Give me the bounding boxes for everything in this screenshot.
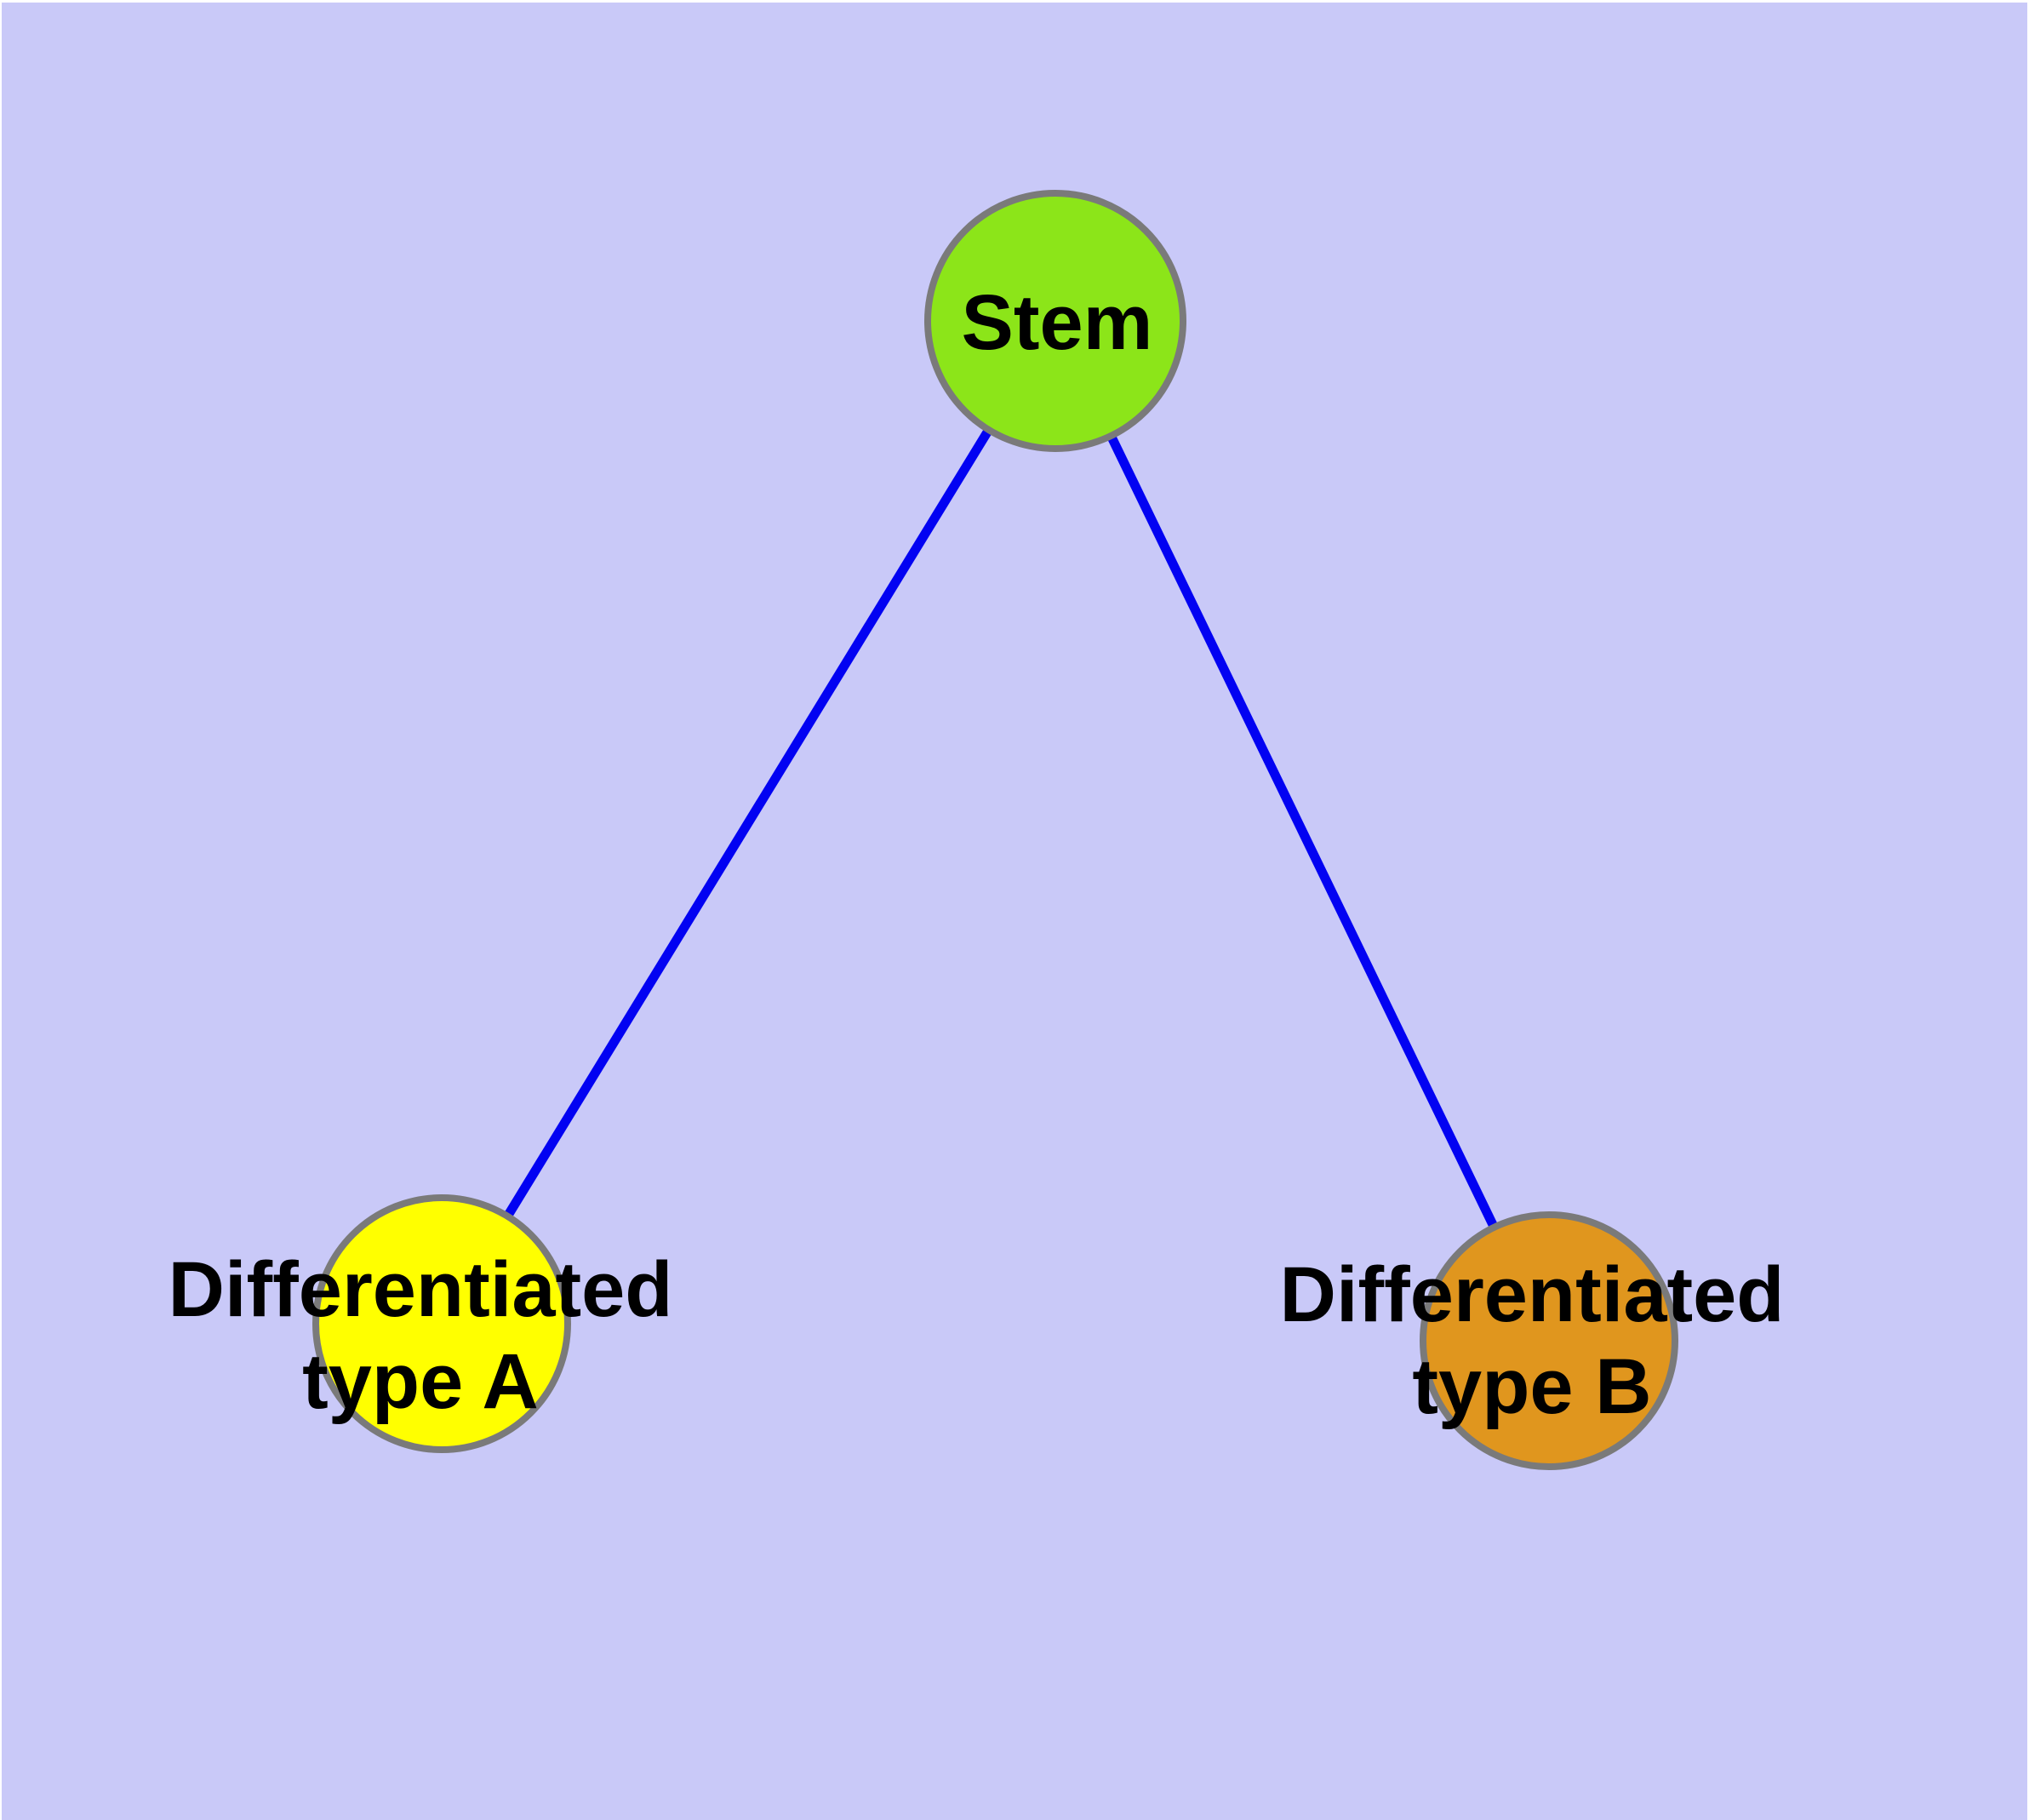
edge-stem-to-type-b: [1051, 318, 1553, 1343]
node-type-b-circle: [1420, 1211, 1678, 1470]
diagram-canvas: Stem Differentiated type A Differentiate…: [2, 3, 2027, 1820]
node-type-a-circle: [312, 1194, 571, 1453]
node-stem-circle: [924, 190, 1186, 452]
edge-stem-to-type-a: [437, 318, 1060, 1326]
graph-svg: [312, 190, 1678, 1470]
